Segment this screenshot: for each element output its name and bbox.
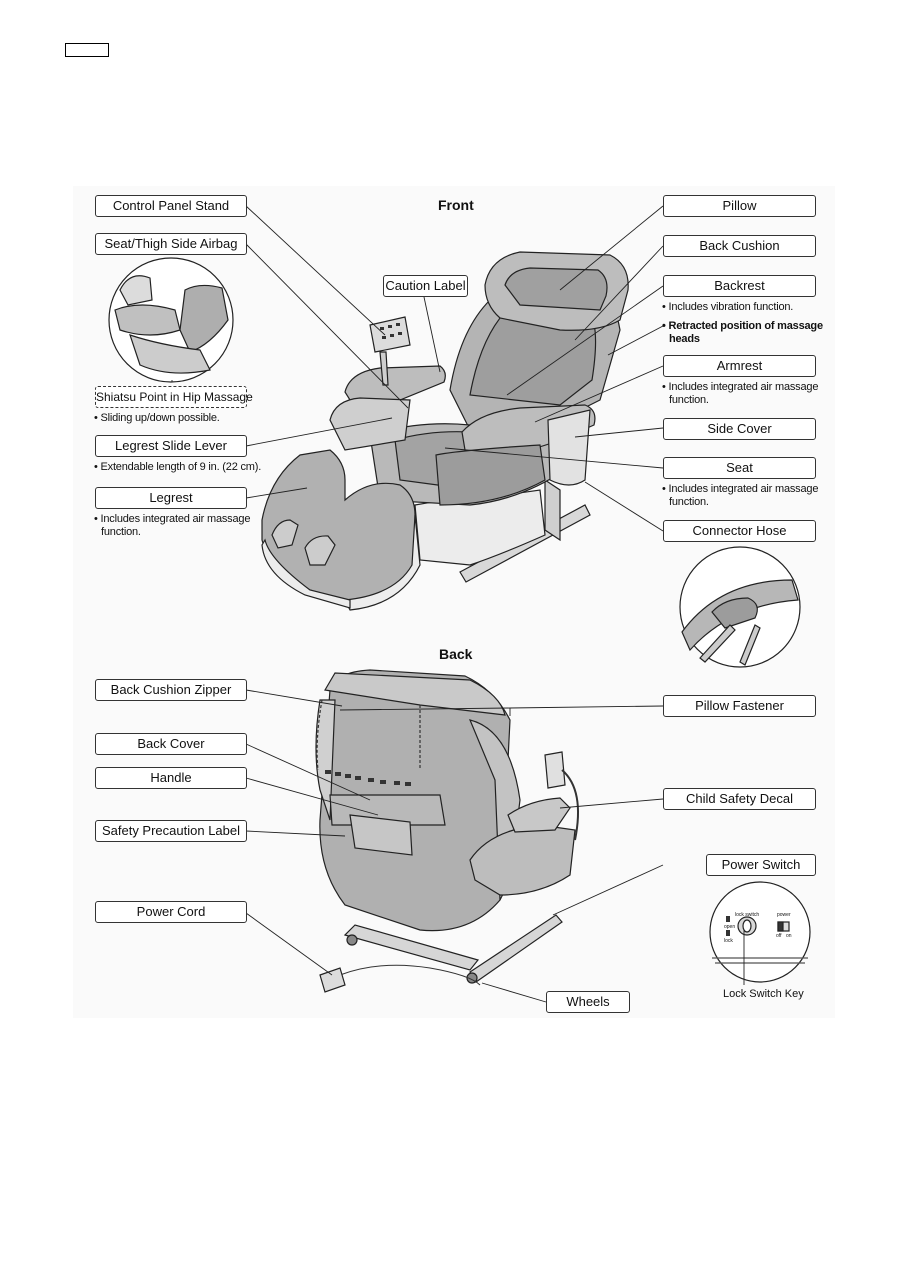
label-pillow: Pillow [663,195,816,217]
note-backrest-2: • Retracted position of massage [662,320,823,332]
label-back-cover: Back Cover [95,733,247,755]
label-power-cord: Power Cord [95,901,247,923]
note-seat-2: function. [669,496,709,508]
lock-text: lock [724,938,733,944]
back-heading: Back [439,646,473,662]
power-text: power [777,912,791,918]
label-armrest: Armrest [663,355,816,377]
label-shiatsu-point: Shiatsu Point in Hip Massage [95,386,253,408]
note-armrest-2: function. [669,394,709,406]
label-power-switch: Power Switch [706,854,816,876]
label-caution-label: Caution Label [383,275,468,297]
label-side-cover: Side Cover [663,418,816,440]
label-legrest-slide-lever: Legrest Slide Lever [95,435,247,457]
off-text: off [776,933,782,939]
note-legrest-slide: • Extendable length of 9 in. (22 cm). [94,461,262,473]
label-safety-precaution-label: Safety Precaution Label [95,820,247,842]
label-seat-thigh-side-airbag: Seat/Thigh Side Airbag [95,233,247,255]
note-backrest-3: heads [669,333,700,345]
page-corner-box [65,43,109,57]
label-back-cushion: Back Cushion [663,235,816,257]
connector-hose-inset [679,546,801,668]
leader-lines [171,205,745,1003]
front-chair [261,251,629,611]
label-legrest: Legrest [95,487,247,509]
note-seat-1: • Includes integrated air massage [662,483,819,495]
hip-massage-inset [108,257,234,383]
label-handle: Handle [95,767,247,789]
power-switch-inset [709,881,811,983]
on-text: on [786,933,792,939]
front-heading: Front [438,197,474,213]
label-seat: Seat [663,457,816,479]
note-backrest-1: • Includes vibration function. [662,301,794,313]
label-wheels: Wheels [546,991,630,1013]
back-chair [315,669,579,993]
label-child-safety-decal: Child Safety Decal [663,788,816,810]
label-lock-switch-key: Lock Switch Key [723,988,804,1000]
note-legrest-2: function. [101,526,141,538]
lock-switch-text: lock switch [735,912,760,918]
note-armrest-1: • Includes integrated air massage [662,381,819,393]
label-connector-hose: Connector Hose [663,520,816,542]
label-control-panel-stand: Control Panel Stand [95,195,247,217]
label-back-cushion-zipper: Back Cushion Zipper [95,679,247,701]
label-pillow-fastener: Pillow Fastener [663,695,816,717]
label-backrest: Backrest [663,275,816,297]
open-text: open [724,924,736,930]
note-shiatsu: • Sliding up/down possible. [94,412,220,424]
note-legrest-1: • Includes integrated air massage [94,513,251,525]
